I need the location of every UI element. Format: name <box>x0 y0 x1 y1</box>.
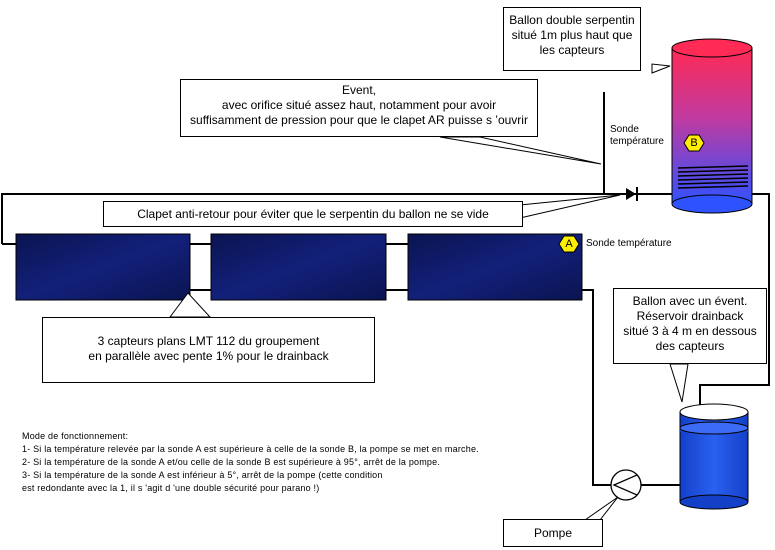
vent-callout-line: suffisamment de pression pour que le cla… <box>190 113 528 127</box>
sensor-b-label-line: Sonde <box>610 124 639 135</box>
collectors-callout-line: en parallèle avec pente 1% pour le drain… <box>88 349 329 363</box>
sensor-a-icon <box>558 235 580 253</box>
callout-pointers <box>169 63 689 521</box>
tank-callout-line: situé 1m plus haut que <box>511 28 633 42</box>
operating-notes: Mode de fonctionnement: 1- Si la tempéra… <box>22 430 479 495</box>
check-valve-callout: Clapet anti-retour pour éviter que le se… <box>103 201 523 227</box>
notes-line: 2- Si la température de la sonde A et/ou… <box>22 457 441 467</box>
tank-callout: Ballon double serpentin situé 1m plus ha… <box>503 7 641 71</box>
drainback-callout-line: Réservoir drainback <box>636 309 744 323</box>
drainback-tank <box>679 403 749 510</box>
vent-callout-line: Event, <box>341 83 377 97</box>
notes-line: 1- Si la température relevée par la sond… <box>22 444 479 454</box>
sensor-a-label: Sonde température <box>586 238 672 249</box>
solar-collectors <box>15 233 583 301</box>
sensor-b-label-line: température <box>610 136 664 147</box>
tank-coil <box>677 165 749 189</box>
check-valve-callout-text: Clapet anti-retour pour éviter que le se… <box>137 207 489 221</box>
pump-callout-text: Pompe <box>533 526 573 540</box>
vent-callout-line: avec orifice situé assez haut, notamment… <box>221 98 497 112</box>
sensor-b-label: Sonde température <box>610 124 664 148</box>
drainback-callout-line: situé 3 à 4 m en dessous <box>623 324 757 338</box>
drainback-callout-line: des capteurs <box>655 339 725 353</box>
tank-callout-line: les capteurs <box>539 43 605 57</box>
drainback-callout-line: Ballon avec un évent. <box>632 294 748 308</box>
tank-callout-line: Ballon double serpentin <box>509 13 635 27</box>
check-valve-icon <box>626 187 638 201</box>
sensor-a-letter: A <box>565 238 573 250</box>
collectors-callout-line: 3 capteurs plans LMT 112 du groupement <box>97 334 320 348</box>
sensor-b-letter: B <box>690 137 698 149</box>
pump-icon <box>610 469 642 501</box>
piping <box>1 92 770 486</box>
vent-callout: Event, avec orifice situé assez haut, no… <box>180 79 538 137</box>
notes-line: 3- Si la température de la sonde A est i… <box>22 470 383 480</box>
collectors-callout: 3 capteurs plans LMT 112 du groupement e… <box>42 317 375 383</box>
pump-callout: Pompe <box>503 519 603 547</box>
storage-tank <box>671 38 753 214</box>
notes-line: est redondante avec la 1, il s 'agit d '… <box>22 483 320 493</box>
notes-title: Mode de fonctionnement: <box>22 431 129 441</box>
sensor-b-icon <box>683 134 705 152</box>
drainback-callout: Ballon avec un évent. Réservoir drainbac… <box>613 288 767 364</box>
